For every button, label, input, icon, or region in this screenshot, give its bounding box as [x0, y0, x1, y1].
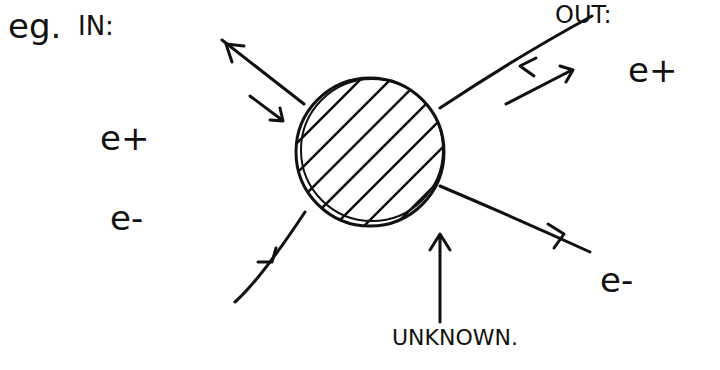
- example-label: eg.: [8, 8, 61, 45]
- arrow-head: [548, 224, 564, 248]
- pointer-arrow: [430, 234, 450, 322]
- particle-line: [440, 186, 590, 252]
- particle-label: e-: [600, 262, 633, 299]
- particle-line: [440, 16, 592, 108]
- particle-line: [235, 212, 305, 302]
- particle-line: [222, 40, 304, 104]
- callout-label: UNKNOWN.: [392, 326, 518, 350]
- arrow-line: [506, 66, 573, 104]
- particle-label: e-: [110, 200, 143, 237]
- arrow-head: [258, 248, 276, 262]
- particle-label: e+: [100, 120, 149, 157]
- out-label: OUT:: [555, 2, 612, 28]
- in-label: IN:: [78, 12, 114, 41]
- arrow-head: [520, 58, 536, 76]
- arrow-head: [226, 44, 244, 62]
- arrow-line: [250, 96, 283, 121]
- hatching: [290, 70, 450, 230]
- particle-label: e+: [628, 52, 677, 89]
